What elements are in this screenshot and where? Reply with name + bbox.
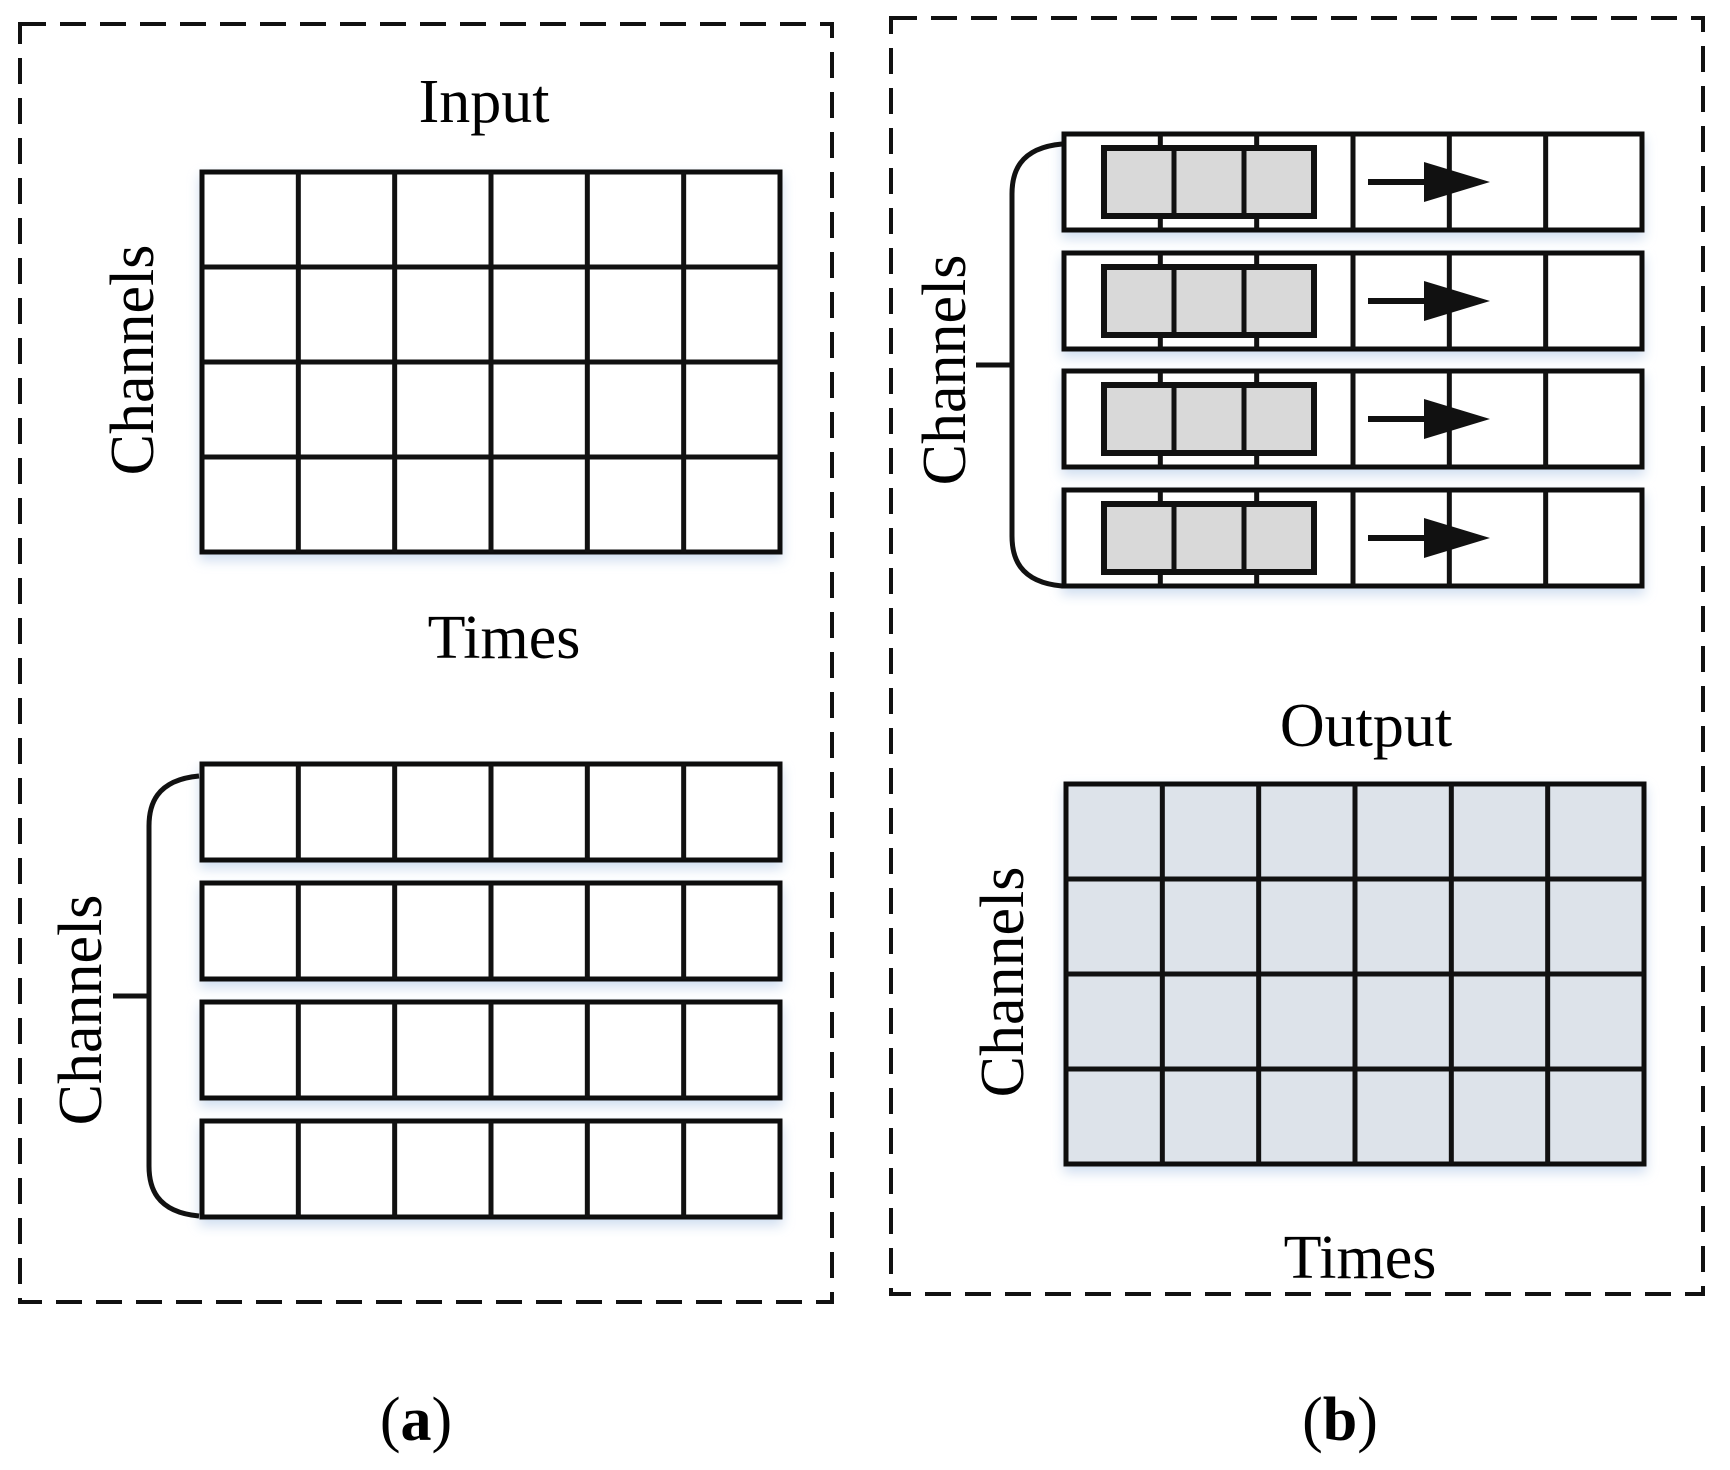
- slide-arrow-head: [1424, 281, 1490, 321]
- caption-a-close: ): [432, 1386, 453, 1454]
- caption-b-letter: b: [1323, 1386, 1357, 1454]
- split-y-label: Channels: [47, 895, 115, 1126]
- panel-a-frame: [18, 22, 834, 1304]
- caption-b: (b): [1302, 1386, 1378, 1454]
- input-title: Input: [419, 68, 550, 136]
- output-y-label: Channels: [969, 867, 1037, 1098]
- conv-brace: [1009, 141, 1063, 589]
- panel-b-frame: [889, 16, 1705, 1296]
- slide-arrow-head: [1424, 399, 1490, 439]
- diagram-shapes: [113, 131, 1647, 1220]
- conv-y-label: Channels: [911, 255, 979, 486]
- kernel-1: [1101, 145, 1317, 219]
- caption-a-open: (: [380, 1386, 401, 1454]
- caption-a-letter: a: [401, 1386, 432, 1454]
- output-x-label: Times: [1284, 1224, 1437, 1292]
- caption-a: (a): [380, 1386, 452, 1454]
- caption-b-close: ): [1357, 1386, 1378, 1454]
- split-brace: [146, 773, 200, 1219]
- kernel-4: [1101, 501, 1317, 575]
- caption-b-open: (: [1302, 1386, 1323, 1454]
- kernel-3: [1101, 382, 1317, 456]
- slide-arrow-head: [1424, 162, 1490, 202]
- input-y-label: Channels: [99, 245, 167, 476]
- output-title: Output: [1280, 692, 1452, 760]
- slide-arrow-head: [1424, 518, 1490, 558]
- input-x-label: Times: [428, 604, 581, 672]
- kernel-2: [1101, 264, 1317, 338]
